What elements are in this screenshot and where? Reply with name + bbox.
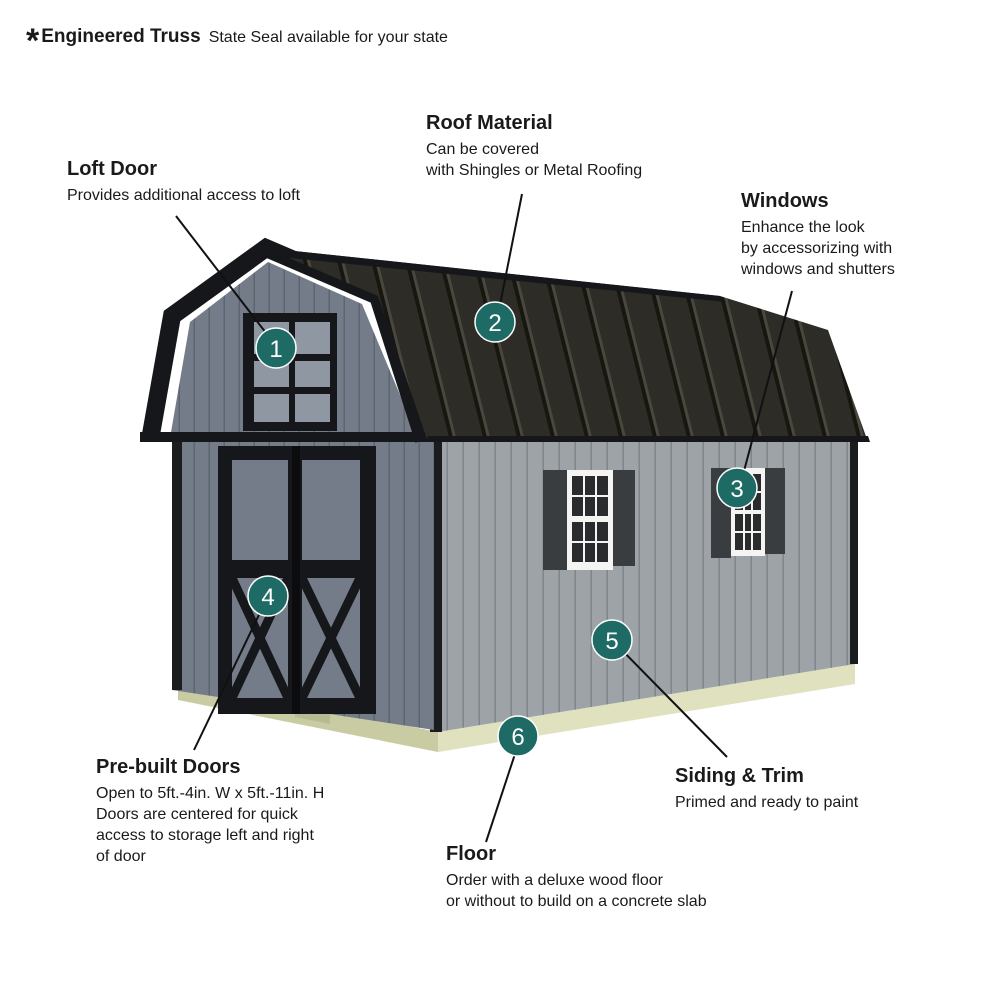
leader-line-1 bbox=[175, 215, 277, 347]
marker-3-label: 3 bbox=[730, 476, 743, 503]
callout-title-siding-trim: Siding & Trim bbox=[675, 765, 804, 787]
leader-line-2 bbox=[496, 193, 523, 321]
number-markers: 1 2 3 4 5 6 bbox=[247, 301, 758, 757]
marker-5: 5 bbox=[591, 619, 633, 661]
callout-text-line: with Shingles or Metal Roofing bbox=[426, 162, 643, 179]
callout-text-line: windows and shutters bbox=[741, 261, 895, 278]
marker-6-label: 6 bbox=[511, 724, 524, 751]
callout-text-line: of door bbox=[96, 848, 146, 865]
callout-loft-door: Loft Door Provides additional access to … bbox=[67, 158, 300, 206]
callout-text-line: Provides additional access to loft bbox=[67, 187, 301, 204]
callout-floor: Floor Order with a deluxe wood floor or … bbox=[446, 843, 707, 912]
marker-6: 6 bbox=[497, 715, 539, 757]
callout-text-line: or without to build on a concrete slab bbox=[446, 893, 707, 910]
marker-2-label: 2 bbox=[488, 310, 501, 337]
leader-lines bbox=[175, 193, 793, 843]
double-doors bbox=[218, 446, 376, 714]
callout-text-line: Open to 5ft.-4in. W x 5ft.-11in. H bbox=[96, 785, 325, 802]
callout-siding-trim: Siding & Trim Primed and ready to paint bbox=[675, 765, 858, 813]
callout-text-line: Enhance the look bbox=[741, 219, 865, 236]
callout-roof-material: Roof Material Can be covered with Shingl… bbox=[426, 112, 642, 181]
callout-title-loft-door: Loft Door bbox=[67, 158, 157, 180]
roof bbox=[266, 248, 870, 442]
header: *Engineered Truss State Seal available fo… bbox=[26, 22, 448, 65]
marker-5-label: 5 bbox=[605, 628, 618, 655]
marker-1: 1 bbox=[255, 327, 297, 369]
leader-line-5 bbox=[611, 639, 728, 758]
callout-text-line: Can be covered bbox=[426, 141, 539, 158]
marker-3: 3 bbox=[716, 467, 758, 509]
callout-text-line: Doors are centered for quick bbox=[96, 806, 298, 823]
callout-text-line: by accessorizing with bbox=[741, 240, 893, 257]
leader-line-4 bbox=[193, 595, 269, 751]
callout-title-floor: Floor bbox=[446, 843, 496, 865]
leader-line-3 bbox=[739, 290, 793, 487]
header-title: Engineered Truss bbox=[41, 26, 201, 47]
callout-windows: Windows Enhance the look by accessorizin… bbox=[741, 190, 895, 280]
callout-text-line: access to storage left and right bbox=[96, 827, 314, 844]
callout-title-pre-built-doors: Pre-built Doors bbox=[96, 756, 241, 778]
marker-1-label: 1 bbox=[269, 336, 282, 363]
marker-2: 2 bbox=[474, 301, 516, 343]
leader-line-6 bbox=[485, 753, 516, 843]
callout-text-line: Primed and ready to paint bbox=[675, 794, 859, 811]
asterisk-mark: * bbox=[26, 22, 40, 60]
header-note: State Seal available for your state bbox=[208, 29, 448, 46]
callout-pre-built-doors: Pre-built Doors Open to 5ft.-4in. W x 5f… bbox=[96, 756, 324, 867]
callout-title-windows: Windows bbox=[741, 190, 829, 212]
loft-door bbox=[243, 313, 337, 431]
marker-4: 4 bbox=[247, 575, 289, 617]
callout-title-roof-material: Roof Material bbox=[426, 112, 553, 134]
callout-text-line: Order with a deluxe wood floor bbox=[446, 872, 663, 889]
marker-4-label: 4 bbox=[261, 584, 274, 611]
window-left bbox=[543, 470, 635, 570]
